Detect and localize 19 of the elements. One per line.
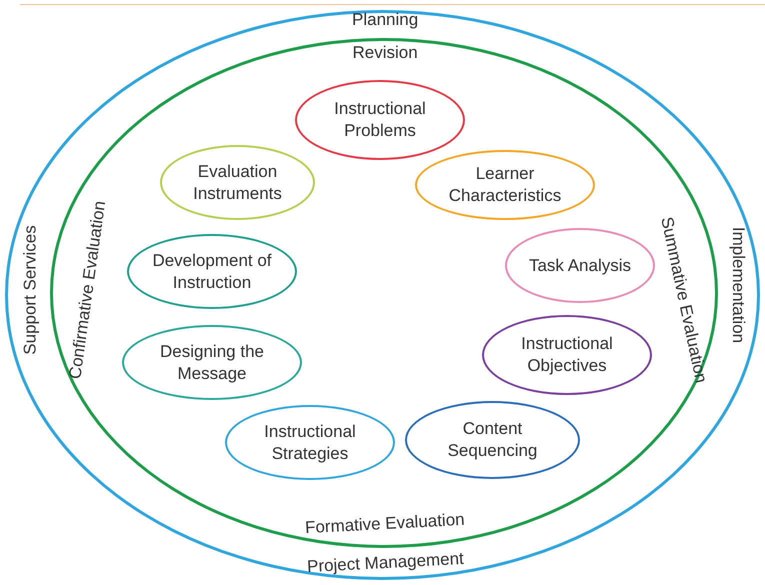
ring-label: Planning [352, 10, 418, 30]
stage-label: Learner Characteristics [448, 163, 562, 207]
inner-ring [50, 38, 718, 548]
stage-label: Designing the Message [159, 340, 265, 384]
ring-label: Confirmative Evaluation [65, 200, 110, 380]
ring-label: Summative Evaluation [656, 215, 710, 385]
ring-label: Implementation [728, 226, 748, 344]
stage-label: Task Analysis [528, 254, 632, 276]
ring-label: Support Services [20, 225, 40, 355]
ring-label: Formative Evaluation [304, 510, 466, 538]
outer-ring [5, 10, 760, 580]
stage-label: Development of Instruction [152, 250, 272, 294]
stage-label: Instructional Strategies [263, 420, 357, 464]
stage-label: Evaluation Instruments [192, 160, 283, 204]
ring-label: Revision [352, 43, 418, 63]
ring-label: Project Management [306, 548, 464, 578]
stage-label: Instructional Objectives [520, 333, 614, 377]
stage-label: Content Sequencing [446, 418, 538, 462]
stage-label: Instructional Problems [333, 98, 427, 142]
